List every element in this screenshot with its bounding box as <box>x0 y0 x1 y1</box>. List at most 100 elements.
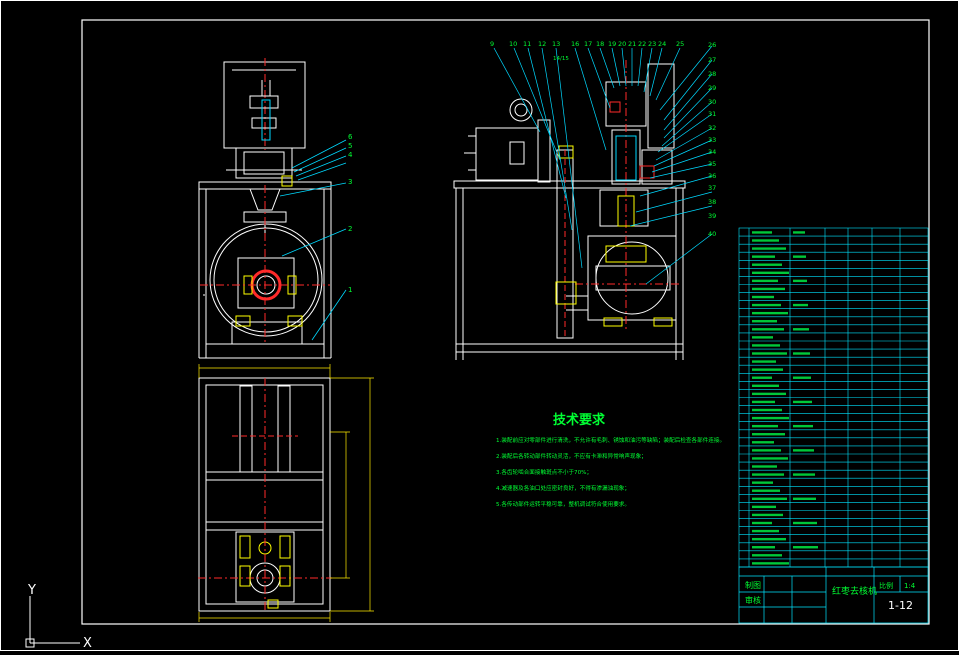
ucs-y-label: Y <box>27 583 36 598</box>
parts-table-cell-mark <box>793 303 808 307</box>
parts-table-cell-mark <box>752 287 785 291</box>
part-no-30: 30 <box>708 98 716 106</box>
parts-table-cell-mark <box>752 408 782 412</box>
parts-table-cell-mark <box>752 400 775 404</box>
part-no-36: 36 <box>708 172 716 180</box>
part-no-27: 27 <box>708 56 716 64</box>
parts-table-cell-mark <box>793 521 817 525</box>
part-no-32: 32 <box>708 124 716 132</box>
parts-table-cell-mark <box>752 529 779 533</box>
parts-table-cell-mark <box>752 416 789 420</box>
parts-table-cell-mark <box>752 441 774 444</box>
parts-table-cell-mark <box>752 328 784 331</box>
drawn-by-label: 制图 <box>745 580 761 590</box>
parts-table-cell-mark <box>752 247 786 250</box>
parts-table-cell-mark <box>752 481 773 484</box>
side-view-leaders <box>493 45 713 285</box>
front-view-colored-parts <box>200 99 330 345</box>
parts-table-cell-mark <box>752 271 789 274</box>
parts-table-cell-mark <box>752 546 775 549</box>
tech-requirement-line-4: 4.减速器及各油口处应密封良好，不得有渗漏油现象； <box>496 484 630 492</box>
part-no-40: 40 <box>708 230 716 238</box>
parts-table-cell-mark <box>752 384 779 387</box>
top-view-dimensions <box>198 364 374 622</box>
parts-table-cell-mark <box>752 311 788 315</box>
parts-table-cell-mark <box>752 554 782 557</box>
part-no-19: 19 <box>608 40 616 48</box>
drawing-number: 1-12 <box>888 599 913 612</box>
parts-table-cell-mark <box>752 473 784 476</box>
part-no-33: 33 <box>708 136 716 144</box>
part-no-26: 26 <box>708 41 716 49</box>
parts-table-cell-mark <box>752 368 783 371</box>
parts-table-cell-mark <box>752 433 785 436</box>
part-no-21: 21 <box>628 40 636 48</box>
tech-requirement-line-2: 2.装配后各转动部件转动灵活，不应有卡滞和异常响声现象； <box>496 452 647 460</box>
tech-requirement-line-1: 1.装配前应对零部件进行清洗，不允许有毛刺、锈蚀和油污等缺陷；装配后检查各部件连… <box>496 436 725 444</box>
part-no-29: 29 <box>708 84 716 92</box>
part-no-38: 38 <box>708 198 716 206</box>
title-block <box>738 566 929 624</box>
parts-table-cell-mark <box>793 400 812 404</box>
part-no-35: 35 <box>708 160 716 168</box>
side-view-part-numbers-right: 27 28 29 30 31 32 33 34 35 36 37 38 39 4… <box>708 56 716 238</box>
ucs-x-label: X <box>83 636 92 651</box>
parts-table-cell-mark <box>752 489 780 492</box>
part-no-28: 28 <box>708 70 716 78</box>
part-no-6: 6 <box>348 133 353 141</box>
part-no-25: 25 <box>676 40 684 48</box>
parts-table-cell-mark <box>752 465 777 468</box>
parts-table-cell-mark <box>793 231 805 234</box>
parts-table-cell-mark <box>793 255 806 258</box>
part-no-12: 12 <box>538 40 546 48</box>
part-no-23: 23 <box>648 40 656 48</box>
part-no-20: 20 <box>618 40 626 48</box>
parts-table-cell-mark <box>752 344 780 347</box>
parts-table-cell-mark <box>793 473 815 476</box>
parts-table-cell-mark <box>752 263 782 266</box>
parts-table-cell-mark <box>793 497 816 500</box>
side-view-colored-parts <box>555 60 680 330</box>
part-no-16: 16 <box>571 40 579 48</box>
part-no-4: 4 <box>348 151 353 159</box>
parts-table-cell-mark <box>752 505 776 509</box>
part-no-37: 37 <box>708 184 716 192</box>
parts-table-cell-mark <box>793 424 813 428</box>
parts-table-cell-mark <box>752 320 777 323</box>
parts-table-cell-mark <box>793 352 810 355</box>
tech-requirement-line-5: 5.各传动部件运转平稳可靠，整机调试符合使用要求。 <box>496 500 630 508</box>
drawing-name: 红枣去核机 <box>832 585 877 597</box>
part-no-18: 18 <box>596 40 604 48</box>
parts-table-cell-mark <box>752 537 786 541</box>
tech-requirements: 技术要求 1.装配前应对零部件进行清洗，不允许有毛刺、锈蚀和油污等缺陷；装配后检… <box>496 412 725 508</box>
part-no-3: 3 <box>348 178 352 186</box>
part-no-17: 17 <box>584 40 592 48</box>
scale-label: 比例 <box>879 581 893 590</box>
parts-table-cell-mark <box>793 449 814 452</box>
front-view <box>198 58 332 359</box>
part-no-2: 2 <box>348 225 352 233</box>
parts-table-cell-mark <box>793 328 809 331</box>
sheet-inner-frame <box>81 19 930 625</box>
part-no-1: 1 <box>348 286 352 294</box>
tech-requirements-heading: 技术要求 <box>553 412 606 428</box>
side-view-part-numbers-top: 9 10 11 12 13 16 17 18 19 20 21 22 23 24… <box>490 40 716 62</box>
top-view-details <box>198 378 332 612</box>
part-no-24: 24 <box>658 40 666 48</box>
parts-list-table <box>738 227 929 568</box>
parts-table-cell-mark <box>752 457 788 460</box>
title-block-text: 制图 审核 红枣去核机 比例 1:4 1-12 <box>745 580 916 612</box>
front-view-part-numbers: 6 5 4 3 2 1 <box>348 133 353 294</box>
parts-table-cell-mark <box>752 497 787 500</box>
parts-table-cell-mark <box>752 424 778 428</box>
parts-table-cell-mark <box>752 562 789 565</box>
part-no-13: 13 <box>552 40 560 48</box>
parts-table-cell-mark <box>752 449 781 452</box>
parts-table-cell-mark <box>752 513 783 517</box>
parts-table-cell-mark <box>793 546 818 549</box>
parts-table-cell-mark <box>752 392 786 396</box>
parts-table-cell-mark <box>752 239 779 242</box>
part-no-5: 5 <box>348 142 352 150</box>
